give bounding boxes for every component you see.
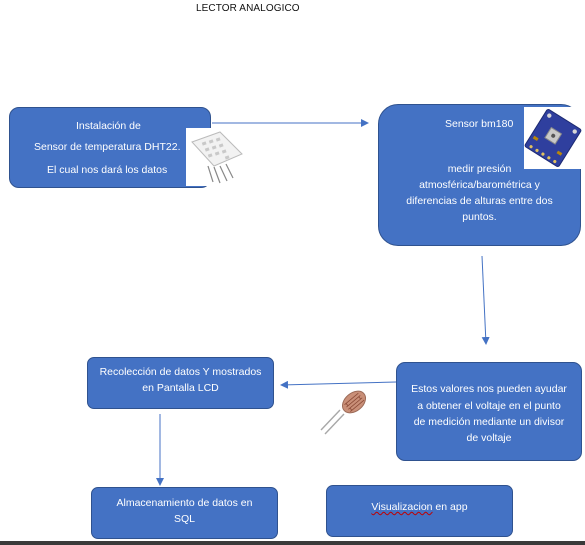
dht22-line-2: Sensor de temperatura DHT22.: [34, 141, 181, 153]
dht22-line-1: Instalación de: [76, 120, 141, 132]
app-box: Visualizacion en app: [326, 485, 513, 537]
bm180-line-3: diferencias de alturas entre dos: [406, 195, 553, 207]
dht22-sensor-image: [186, 128, 246, 186]
arrow-voltage-to-lcd: [280, 380, 397, 389]
app-line: Visualizacion en app: [327, 499, 512, 515]
lcd-line-2: en Pantalla LCD: [142, 382, 219, 394]
sql-line-2: SQL: [173, 513, 195, 525]
lcd-line-1: Recolección de datos Y mostrados: [99, 366, 262, 378]
photoresistor-ldr-image: [320, 390, 367, 435]
arrow-bm180-to-voltage: [481, 255, 490, 345]
sql-line-1: Almacenamiento de datos en: [116, 497, 253, 509]
dht22-line-3: El cual nos dará los datos: [47, 164, 168, 176]
voltage-line-3: de medición mediante un divisor: [413, 416, 565, 428]
app-word-visualizacion: Visualizacion: [371, 501, 433, 513]
bm180-line-2: atmosférica/barométrica y: [419, 179, 540, 191]
bm180-heading: Sensor bm180: [445, 118, 514, 130]
dht22-box: Instalación de Sensor de temperatura DHT…: [9, 107, 211, 188]
lcd-box: Recolección de datos Y mostrados en Pant…: [87, 357, 274, 409]
diagram-title: LECTOR ANALOGICO: [196, 3, 300, 14]
bmp180-sensor-board-image: [524, 107, 582, 169]
bm180-line-1: medir presión: [447, 163, 512, 175]
sql-box: Almacenamiento de datos en SQL: [91, 487, 278, 539]
bottom-edge-bar: [0, 541, 585, 545]
voltage-box: Estos valores nos pueden ayudar a obtene…: [396, 362, 582, 461]
voltage-line-2: a obtener el voltaje en el punto: [417, 400, 561, 412]
voltage-line-4: de voltaje: [466, 432, 512, 444]
bm180-line-4: puntos.: [462, 211, 497, 223]
voltage-line-1: Estos valores nos pueden ayudar: [411, 383, 567, 395]
app-word-en-app: en app: [432, 501, 468, 513]
